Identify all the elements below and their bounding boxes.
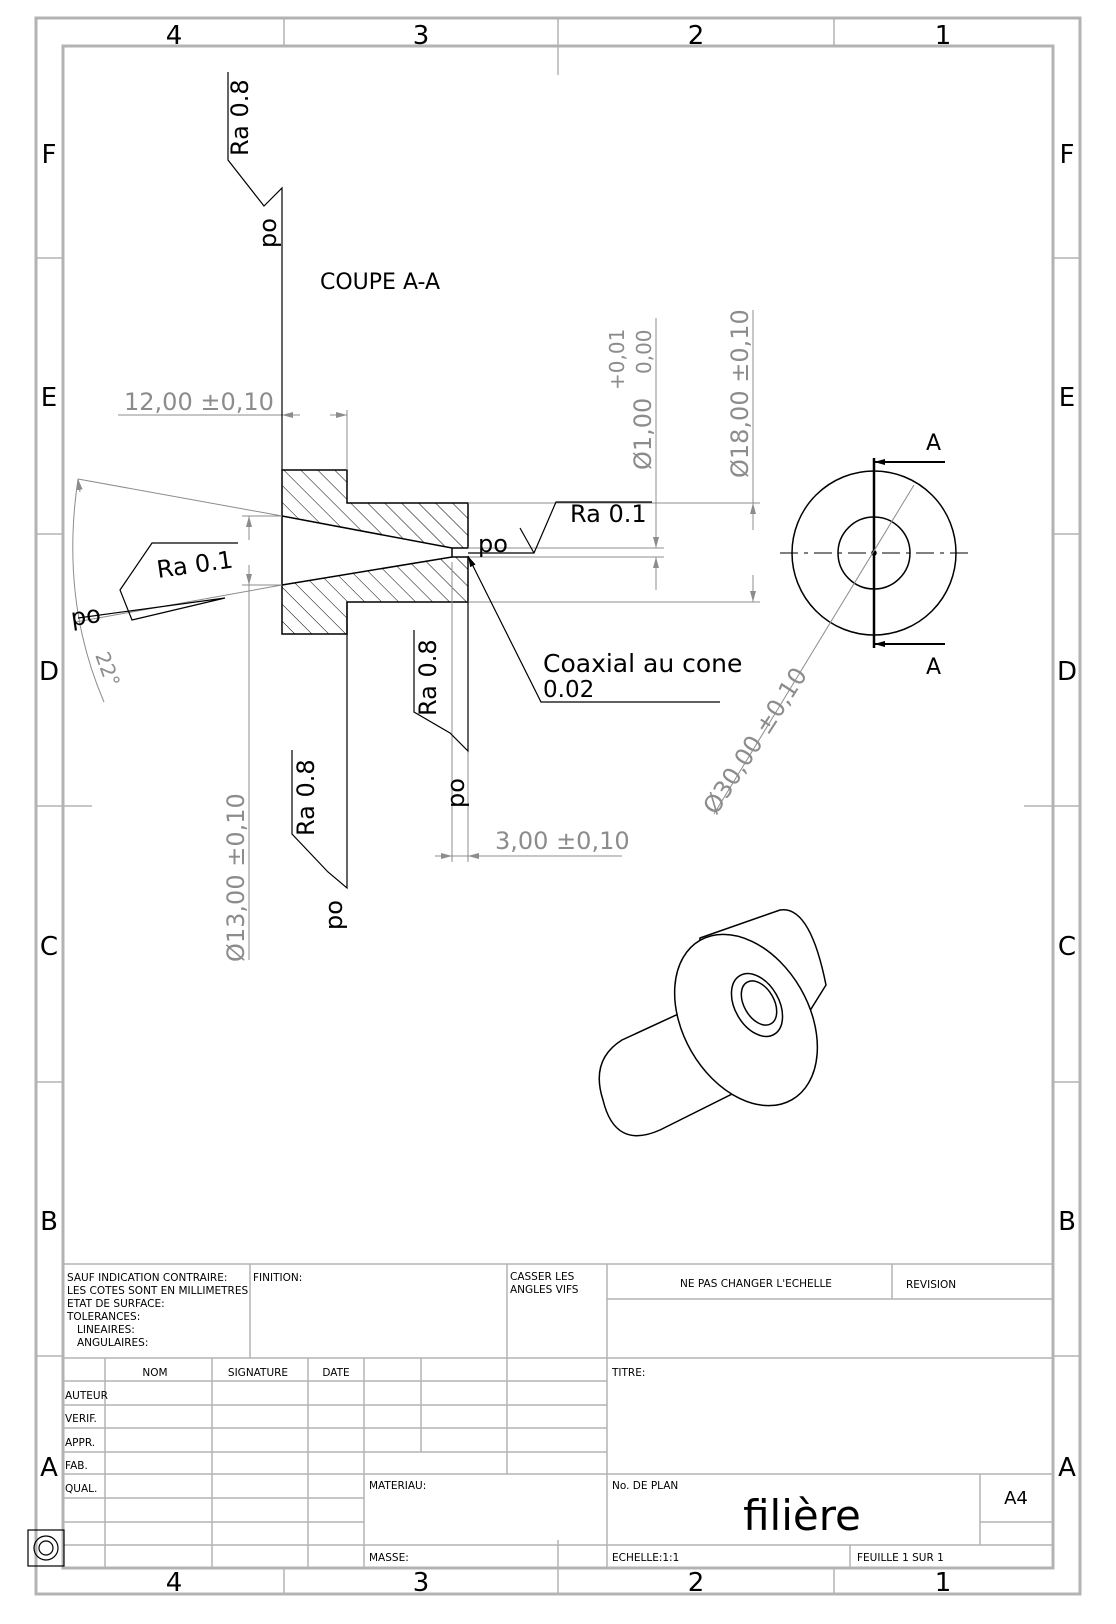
zone-bottom-4: 4 [166,1568,183,1598]
zone-top-3: 3 [413,21,430,51]
dim-dia-1: Ø1,00 [629,398,657,470]
dim-dia-18: Ø18,00 ±0,10 [726,309,754,478]
zone-bottom-2: 2 [688,1568,705,1598]
zone-bottom-3: 3 [413,1568,430,1598]
zone-bottom-1: 1 [935,1568,952,1598]
po-left-cone: po [69,600,103,632]
zone-left-A: A [40,1453,58,1483]
cut-label-bottom: A [926,655,941,680]
zone-left-C: C [40,932,58,962]
zone-left-F: F [42,140,57,170]
tb-revision: REVISION [906,1279,956,1291]
tb-drawing-name: filière [743,1491,861,1540]
tb-feuille: FEUILLE 1 SUR 1 [857,1552,944,1564]
roughness-labels: Ra 0.8 po Ra 0.1 po Ra 0.1 po Ra 0.8 po … [69,79,647,930]
zone-left-B: B [40,1207,58,1237]
po-bottom-left: po [320,900,348,930]
title-block: SAUF INDICATION CONTRAIRE: LES COTES SON… [63,1263,1053,1568]
dim-dia-1-tol-upper: +0,01 [605,329,629,390]
dim-dia-1-tol-lower: 0,00 [632,329,656,374]
tb-general-5: LINEAIRES: [77,1324,135,1336]
tb-general-6: ANGULAIRES: [77,1337,148,1349]
tb-general-4: TOLERANCES: [66,1311,140,1323]
ra-bore: Ra 0.1 [570,500,647,528]
ra-left-cone: Ra 0.1 [155,546,235,584]
zone-left-D: D [39,657,59,687]
roughness-symbols [77,72,652,890]
zone-right-B: B [1058,1207,1076,1237]
coaxial-note: Coaxial au cone 0.02 [467,555,742,703]
tb-casser-1: CASSER LES [510,1271,575,1283]
tb-row-appr: APPR. [65,1437,95,1449]
note-coaxial: Coaxial au cone [543,649,742,678]
tb-echelle: ECHELLE:1:1 [612,1552,679,1564]
zone-left-E: E [41,383,57,413]
tb-casser-2: ANGLES VIFS [510,1284,579,1296]
tb-row-qual: QUAL. [65,1483,97,1495]
tb-masse: MASSE: [369,1552,409,1564]
tb-general-2: LES COTES SONT EN MILLIMETRES [67,1285,248,1297]
po-bore: po [478,530,508,558]
tb-finition: FINITION: [253,1272,302,1284]
note-coaxial-value: 0.02 [543,677,594,703]
tb-general-3: ETAT DE SURFACE: [67,1298,165,1310]
tb-col-nom: NOM [142,1367,167,1379]
tb-row-auteur: AUTEUR [65,1390,108,1402]
tb-row-fab: FAB. [65,1460,88,1472]
section-part [281,469,469,635]
dim-dia-30: Ø30,00 ±0,10 [698,662,813,819]
ra-bottom-mid: Ra 0.8 [414,639,442,716]
zone-right-C: C [1058,932,1076,962]
dimension-lines [72,310,760,960]
po-bottom-mid: po [442,778,470,808]
cut-label-top: A [926,431,941,456]
tb-materiau: MATERIAU: [369,1480,426,1492]
ra-bottom-left: Ra 0.8 [292,759,320,836]
end-view [713,458,968,815]
tb-scale-note: NE PAS CHANGER L'ECHELLE [680,1278,832,1290]
dim-length-12: 12,00 ±0,10 [124,388,274,416]
tb-general-1: SAUF INDICATION CONTRAIRE: [67,1272,227,1284]
tb-format: A4 [1004,1488,1028,1509]
zone-right-D: D [1057,657,1077,687]
zone-top-4: 4 [166,21,183,51]
tb-row-verif: VERIF. [65,1413,97,1425]
ra-top: Ra 0.8 [226,79,254,156]
zone-labels: 4 3 2 1 4 3 2 1 F E D C B A F E D C B A [39,21,1077,1598]
isometric-view [598,909,827,1137]
zone-top-1: 1 [935,21,952,51]
tb-col-signature: SIGNATURE [228,1367,288,1379]
dim-dia-13: Ø13,00 ±0,10 [222,793,250,962]
dim-length-3: 3,00 ±0,10 [495,827,630,855]
zone-right-E: E [1059,383,1075,413]
section-title: COUPE A-A [320,270,440,295]
dim-angle-22: 22° [90,649,125,691]
projection-symbol-icon [27,1529,65,1567]
zone-right-A: A [1058,1453,1076,1483]
tb-col-date: DATE [322,1367,349,1379]
tb-no-plan: No. DE PLAN [612,1480,678,1492]
sheet-frame [34,16,1082,1596]
tb-titre: TITRE: [611,1367,645,1379]
po-top: po [254,218,282,248]
zone-top-2: 2 [688,21,705,51]
zone-right-F: F [1060,140,1075,170]
